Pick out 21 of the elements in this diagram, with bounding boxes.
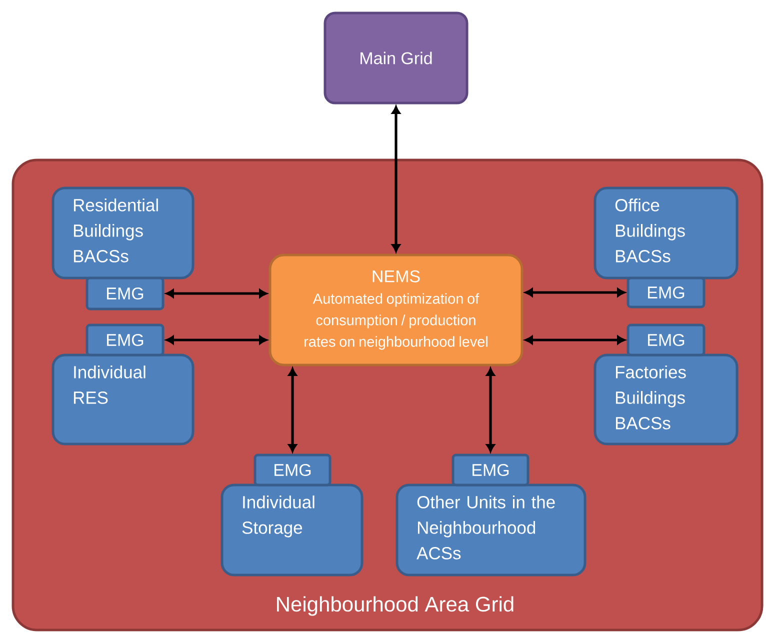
arrow <box>524 336 626 344</box>
emg-box: EMG <box>626 276 706 308</box>
unit-box: Office Buildings BACSs <box>594 186 738 280</box>
arrow <box>288 368 297 452</box>
unit-box: Other Units in the Neighbourhood ACSs <box>396 484 586 576</box>
emg-box: EMG <box>626 324 706 356</box>
emg-box: EMG <box>86 324 164 356</box>
process-box: Main Grid <box>324 12 468 104</box>
emg-box: EMG <box>254 454 332 486</box>
unit-box: Factories Buildings BACSs <box>594 354 738 446</box>
arrow <box>392 106 400 252</box>
arrow <box>166 289 268 298</box>
unit-box: Residential Buildings BACSs <box>52 186 194 280</box>
unit-box: Individual Storage <box>220 484 364 576</box>
emg-box: EMG <box>452 454 530 486</box>
emg-box: EMG <box>86 276 164 310</box>
arrow <box>524 288 626 297</box>
arrow <box>166 336 268 344</box>
process-box: NEMS Automated optimization of consumption / production rates on neighbourhood level <box>268 254 524 366</box>
arrow <box>486 368 495 452</box>
unit-box: Individual RES <box>52 354 194 446</box>
